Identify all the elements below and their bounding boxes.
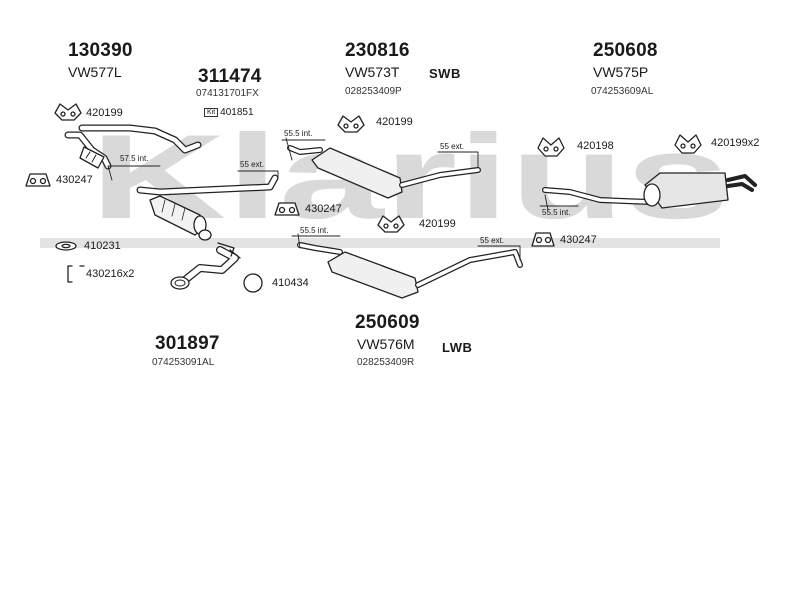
hanger-420199-a [54, 103, 82, 121]
vehicle-ref-vw573t: VW573T [345, 64, 400, 80]
part-number-230816: 230816 [345, 40, 410, 61]
oem-number-074253091al: 074253091AL [152, 357, 215, 368]
fitting-430247-c: 430247 [560, 234, 597, 246]
dimension-57-5-int: 57.5 int. [120, 154, 149, 163]
fitting-420199-a: 420199 [86, 107, 123, 119]
dimension-55-5-int-a: 55.5 int. [284, 129, 313, 138]
tag-lwb: LWB [442, 340, 473, 355]
tag-swb: SWB [429, 66, 461, 81]
kit-number: 401851 [220, 107, 254, 118]
oem-number-028253409p: 028253409P [345, 86, 402, 97]
part-number-311474: 311474 [198, 66, 262, 87]
vehicle-ref-vw576m: VW576M [357, 336, 415, 352]
mount-430247-c [531, 232, 555, 247]
mount-430247-b [274, 202, 300, 216]
kit-badge: Kit [204, 108, 219, 117]
silencer-230816 [287, 145, 481, 199]
fitting-420199x2: 420199x2 [711, 137, 760, 149]
dimension-55-ext-b: 55 ext. [440, 142, 465, 151]
mount-430247-a [25, 173, 51, 187]
catalytic-converter-311474 [136, 174, 279, 241]
dimension-55-ext-c: 55 ext. [480, 236, 505, 245]
part-number-250608: 250608 [593, 40, 658, 61]
part-number-130390: 130390 [68, 40, 133, 61]
vehicle-ref-vw575p: VW575P [593, 64, 649, 80]
dimension-lines [107, 137, 579, 261]
fitting-410231: 410231 [84, 240, 121, 252]
dimension-55-5-int-b: 55.5 int. [300, 226, 329, 235]
hanger-420198 [537, 137, 565, 157]
watermark-bar [40, 238, 720, 248]
gasket-410231 [55, 241, 77, 251]
hanger-420199-b [337, 115, 365, 133]
fitting-430247-b: 430247 [305, 203, 342, 215]
down-pipe-301897 [170, 242, 241, 290]
oem-number-074253609al: 074253609AL [591, 86, 654, 97]
silencer-250609 [297, 242, 523, 299]
hanger-420199-c [377, 215, 405, 233]
ring-410434 [243, 273, 263, 293]
fitting-420199-c: 420199 [419, 218, 456, 230]
oem-number-028253409r: 028253409R [357, 357, 415, 368]
fitting-420199-b: 420199 [376, 116, 413, 128]
part-number-250609: 250609 [355, 312, 420, 333]
fitting-410434: 410434 [272, 277, 309, 289]
front-pipe-130390 [64, 124, 202, 170]
clamp-430216 [67, 265, 85, 283]
fitting-430247-a: 430247 [56, 174, 93, 186]
dimension-55-5-int-c: 55.5 int. [542, 208, 571, 217]
rear-silencer-250608 [542, 172, 757, 209]
vehicle-ref-vw577l: VW577L [68, 64, 122, 80]
part-number-301897: 301897 [155, 333, 220, 354]
fitting-430216x2: 430216x2 [86, 268, 135, 280]
fitting-420198: 420198 [577, 140, 614, 152]
dimension-55-ext-a: 55 ext. [240, 160, 265, 169]
hanger-420199x2 [674, 134, 702, 154]
oem-number-074131701fx: 074131701FX [196, 88, 259, 99]
